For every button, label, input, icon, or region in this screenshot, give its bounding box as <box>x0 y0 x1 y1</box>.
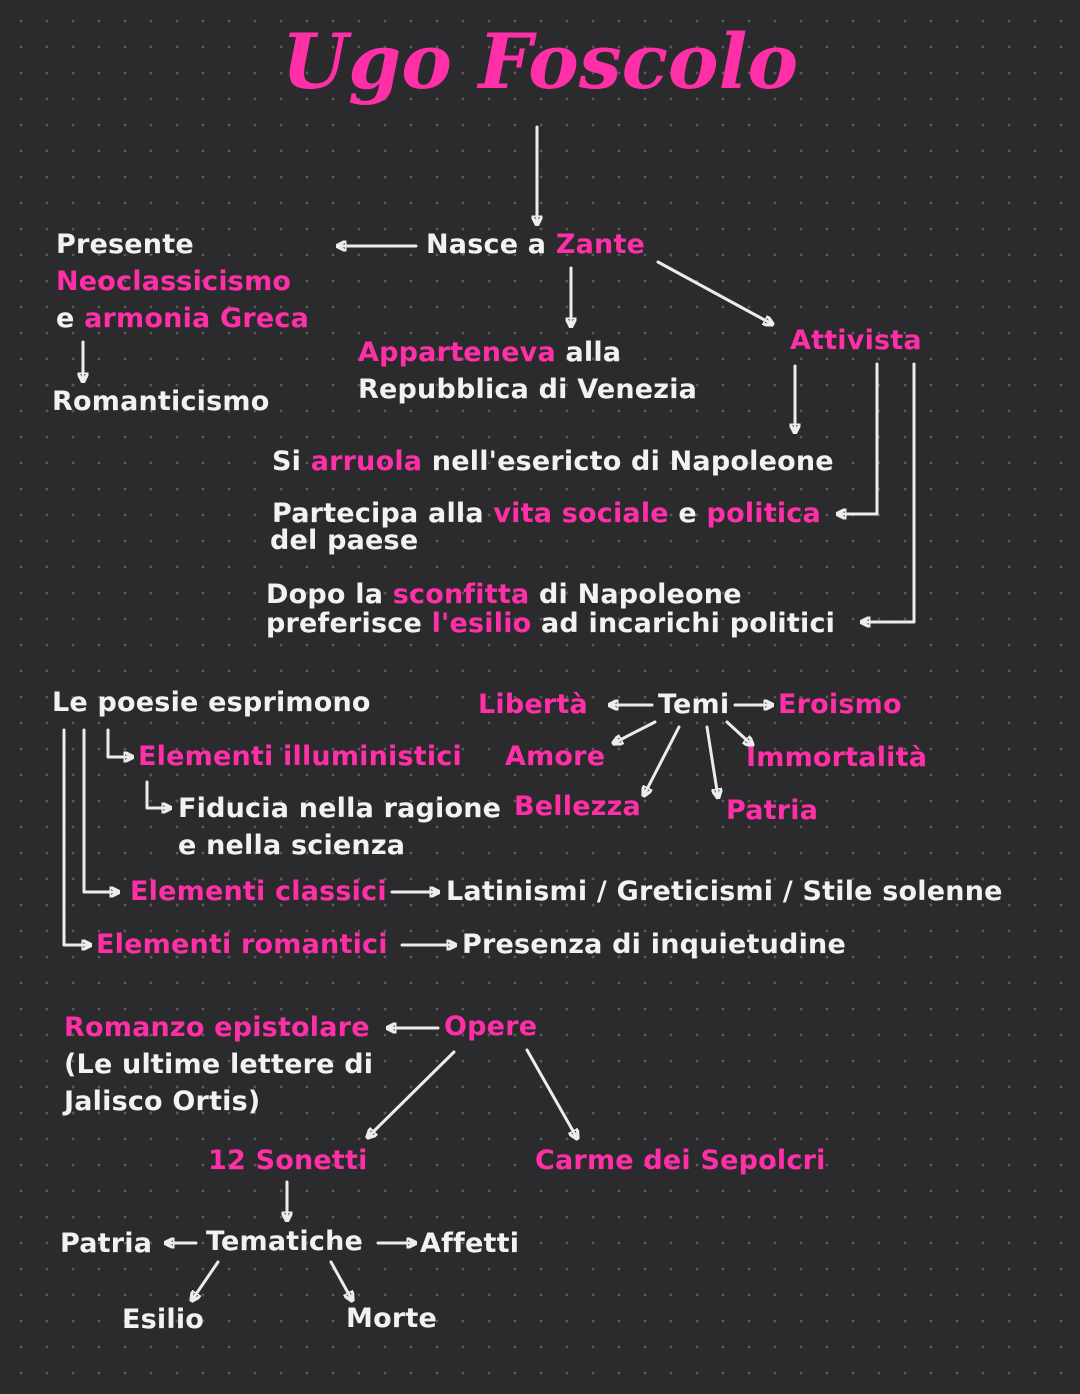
node-attivista: Attivista <box>790 325 922 356</box>
arrow-poesie-illuministici <box>106 728 132 757</box>
tema-liberta: Libertà <box>478 689 588 720</box>
arrow-illuministici-fiducia <box>145 780 170 808</box>
node-partecipa: Partecipa alla vita sociale e politica <box>272 498 821 529</box>
node-presente: Presente <box>56 229 194 260</box>
node-romanzo-line2: (Le ultime lettere di <box>64 1049 374 1080</box>
arrow-opere-carme <box>525 1048 577 1138</box>
node-classici-desc: Latinismi / Greticismi / Stile solenne <box>446 876 1003 907</box>
node-preferisce: preferisce l'esilio ad incarichi politic… <box>266 608 836 639</box>
arrow-temi-amore <box>614 720 657 743</box>
arrow-temi-immortalita <box>725 720 752 745</box>
arrow-tematiche-morte <box>329 1260 352 1300</box>
node-romantici: Elementi romantici <box>96 929 388 960</box>
node-romanticismo: Romanticismo <box>52 386 270 417</box>
arrow-tematiche-esilio <box>192 1260 220 1300</box>
node-fiducia-2: e nella scienza <box>178 830 406 861</box>
node-romantici-desc: Presenza di inquietudine <box>462 929 846 960</box>
tema-amore: Amore <box>505 741 606 772</box>
arrow-temi-patria <box>705 725 718 797</box>
node-partecipa-line2: del paese <box>270 525 419 556</box>
arrow-temi-bellezza <box>644 725 681 795</box>
tematica-affetti: Affetti <box>420 1228 520 1259</box>
tematica-patria: Patria <box>60 1228 153 1259</box>
page-title: Ugo Foscolo <box>281 17 799 106</box>
arrow-attivista-dopo <box>862 362 916 622</box>
node-nasce: Nasce a Zante <box>426 229 646 260</box>
node-dopo: Dopo la sconfitta di Napoleone <box>266 579 742 610</box>
node-repubblica: Repubblica di Venezia <box>358 374 698 405</box>
node-romanzo: Romanzo epistolare <box>64 1012 370 1043</box>
node-tematiche: Tematiche <box>206 1226 363 1257</box>
node-arruola: Si arruola nell'esericto di Napoleone <box>272 446 834 477</box>
node-poesie: Le poesie esprimono <box>52 687 371 718</box>
node-fiducia-1: Fiducia nella ragione <box>178 793 502 824</box>
node-sonetti: 12 Sonetti <box>208 1145 368 1176</box>
node-classici: Elementi classici <box>130 876 387 907</box>
tema-eroismo: Eroismo <box>778 689 902 720</box>
node-neoclassicismo: Neoclassicismo <box>56 266 292 297</box>
node-illuministici: Elementi illuministici <box>138 741 462 772</box>
tematica-morte: Morte <box>346 1303 437 1334</box>
tema-immortalita: Immortalità <box>746 742 928 773</box>
arrow-poesie-classici <box>82 728 118 892</box>
arrow-poesie-romantici <box>62 728 90 945</box>
node-temi: Temi <box>658 689 730 720</box>
tema-bellezza: Bellezza <box>514 791 641 822</box>
arrow-attivista-partecipa <box>838 362 879 514</box>
arrow-nasce-attivista <box>656 260 772 324</box>
tematica-esilio: Esilio <box>122 1304 205 1335</box>
tema-patria: Patria <box>726 795 819 826</box>
node-romanzo-line3: Jalisco Ortis) <box>64 1086 261 1117</box>
node-carme: Carme dei Sepolcri <box>535 1145 826 1176</box>
node-armonia: e armonia Greca <box>56 303 310 334</box>
node-apparteneva: Apparteneva alla <box>358 337 622 368</box>
node-opere: Opere <box>444 1011 538 1042</box>
arrow-opere-sonetti <box>368 1050 456 1137</box>
